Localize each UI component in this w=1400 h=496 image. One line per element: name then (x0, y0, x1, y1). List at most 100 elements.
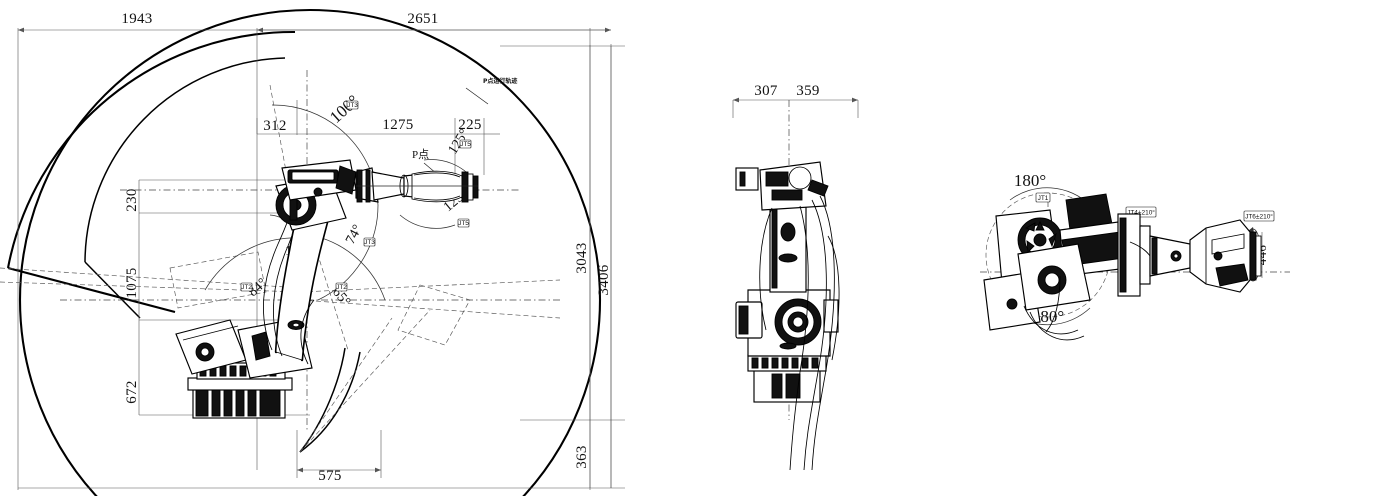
robot-tool-flange (472, 175, 479, 199)
badge-jt3-b (363, 237, 376, 247)
top-motor-bolt (1006, 298, 1018, 310)
arc-jt2-84 (204, 237, 301, 291)
envelope-bottom-tail-2 (299, 347, 346, 453)
front-head-nose (807, 179, 829, 197)
badge-jt2-b (335, 282, 348, 292)
top-tool-flange (1249, 231, 1257, 281)
front-cable-5 (827, 235, 840, 361)
jt2-ray-e (299, 309, 431, 453)
jt2-wedge-right (397, 284, 471, 346)
arc-jt5-bot (399, 214, 456, 229)
badge-jt5-b-label: JT5 (458, 220, 469, 227)
envelope-rear-chord (7, 266, 176, 314)
dim-3406: 3406 (596, 264, 612, 295)
front-base-detail-1 (771, 373, 783, 399)
top-link-dark (1119, 217, 1127, 293)
front-motor-dark (738, 305, 749, 335)
badge-jt6 (1243, 210, 1275, 222)
top-tool-flange-face (1255, 235, 1262, 277)
envelope-outer-rear (6, 30, 296, 269)
badge-jt5-a (459, 139, 472, 149)
robot-counterweight-line (182, 325, 239, 341)
badge-jt6-label: JT6±210° (1245, 213, 1273, 221)
badge-jt5-b (457, 218, 470, 228)
robot-upper-arm-bolt (313, 187, 323, 197)
robot-shoulder-dark (251, 331, 271, 361)
trajectory-label: P点运行轨迹 (483, 77, 517, 85)
envelope-inner-chord (84, 261, 141, 319)
badge-jt2-a (240, 282, 253, 292)
dim-3043: 3043 (574, 242, 590, 273)
front-column-port-1 (780, 222, 796, 242)
robot-wrist-bot-line (413, 195, 461, 201)
cable-harness-3 (300, 299, 315, 365)
arc-jt3-74 (317, 204, 379, 301)
front-head-circle (788, 166, 812, 190)
top-forearm-port-inner (1173, 253, 1179, 259)
top-cable-3 (1045, 275, 1061, 333)
front-cable-1 (811, 195, 835, 471)
dim-1275: 1275 (382, 117, 413, 133)
jt2-ray-d (299, 299, 561, 319)
joint-limit-ray-1 (269, 84, 311, 301)
dim-672: 672 (124, 380, 140, 403)
front-cable-2 (803, 199, 827, 471)
robot-motor-hub-inner (200, 347, 210, 357)
badge-jt2-a-label: JT2 (241, 284, 252, 291)
trajectory-leader (465, 87, 489, 105)
badge-jt3-a-label: JT3 (347, 102, 358, 109)
envelope-outer-front (19, 9, 601, 496)
front-head-dark-1 (765, 171, 789, 187)
p-point-label: P点 (412, 148, 429, 161)
envelope-inner-rear (84, 57, 286, 263)
front-head-dark-2 (771, 189, 803, 201)
front-cable-3 (789, 205, 809, 471)
top-cable-2 (1029, 311, 1085, 341)
badge-jt4-label: JT4±210° (1127, 209, 1155, 217)
jt2-ray-f (299, 317, 393, 453)
front-column-port-2 (778, 253, 798, 263)
top-jt1-gear-hub (1033, 233, 1047, 247)
dim-1943: 1943 (121, 11, 152, 27)
top-jt4-flange (1139, 225, 1151, 285)
robot-upper-arm-motor-face (291, 171, 335, 181)
top-wrist-bolt (1213, 251, 1223, 261)
robot-upper-arm-nose (335, 165, 357, 195)
dim-363: 363 (574, 445, 590, 468)
top-wrist-face (1211, 233, 1245, 255)
dim-1075: 1075 (124, 267, 140, 298)
badge-jt5-a-label: JT5 (460, 141, 471, 148)
badge-jt3-b-label: JT3 (364, 239, 375, 246)
dim-307: 307 (754, 83, 778, 99)
robot-lower-arm-port-inner (292, 322, 300, 328)
dim-359: 359 (796, 83, 819, 99)
badge-jt1 (1035, 192, 1051, 203)
front-base-ribs (751, 357, 819, 369)
robot-wrist-top-line (413, 172, 461, 178)
dim-575: 575 (318, 468, 341, 484)
badge-jt1-label: JT1 (1038, 195, 1049, 202)
front-turret-port (779, 342, 797, 350)
front-cable-4 (759, 207, 773, 331)
top-cable-1 (1023, 305, 1079, 335)
dim-230: 230 (124, 188, 140, 211)
top-shoulder-joint-inner (1044, 272, 1060, 288)
robot-front-body (735, 161, 840, 471)
robot-side-body (175, 159, 479, 419)
jt2-wedge-left (169, 251, 267, 309)
top-wrist-dark-plate (1215, 263, 1249, 287)
top-forearm-band (1151, 237, 1158, 275)
dim-312: 312 (263, 118, 286, 134)
front-base-detail-2 (785, 373, 801, 399)
front-head-side-dark (739, 171, 746, 187)
robot-top-body (983, 193, 1262, 341)
dim-225: 225 (458, 117, 481, 133)
badge-jt3-a (346, 100, 359, 110)
angle-jt1-top: 180° (1014, 171, 1046, 190)
top-cable-4 (1129, 241, 1151, 257)
front-joint-core (792, 316, 804, 328)
